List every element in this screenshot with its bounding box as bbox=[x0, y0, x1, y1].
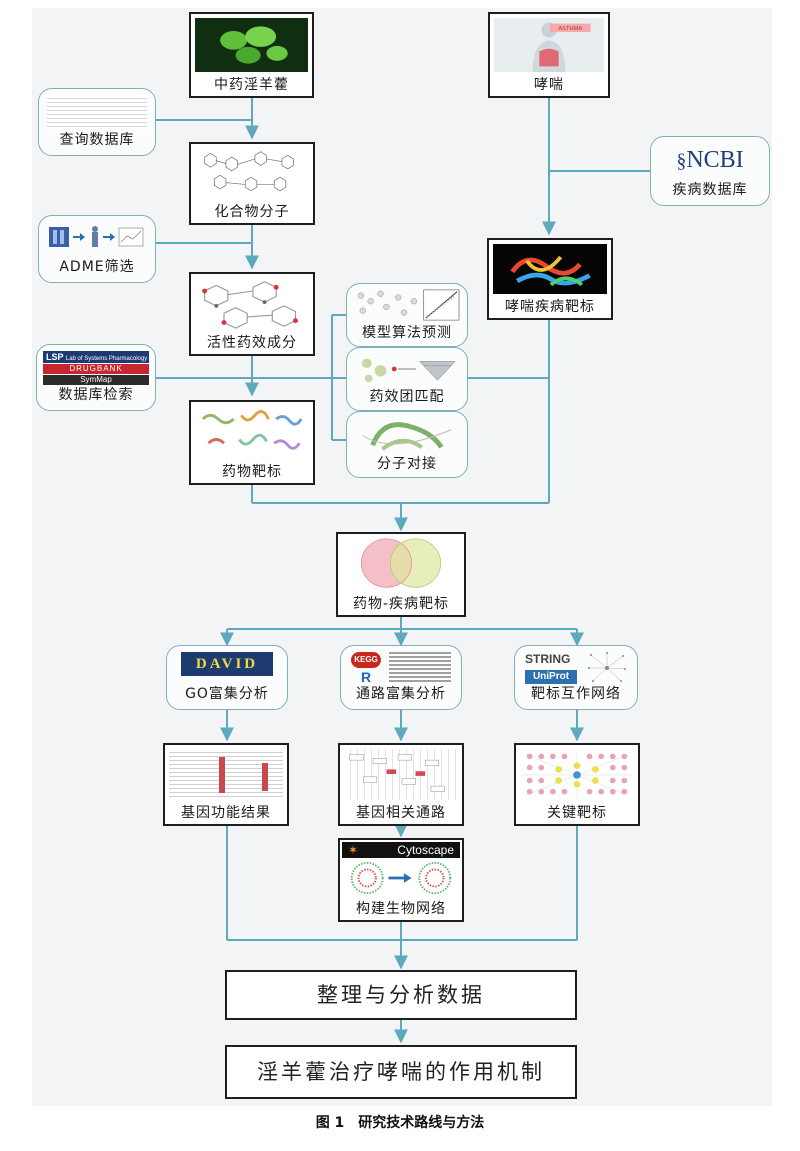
gene-function-chart bbox=[169, 749, 283, 800]
gene-pathway-box: 基因相关通路 bbox=[338, 743, 464, 826]
adme-label: ADME筛选 bbox=[59, 259, 135, 275]
network-build-thumbnail bbox=[344, 860, 458, 896]
database-search-label: 数据库检索 bbox=[58, 387, 134, 403]
gene-function-label: 基因功能结果 bbox=[181, 805, 271, 821]
cytoscape-icon: ✶ bbox=[348, 843, 359, 857]
build-network-label: 构建生物网络 bbox=[356, 901, 446, 917]
key-targets-network bbox=[520, 749, 634, 800]
query-database-label: 查询数据库 bbox=[59, 132, 135, 148]
drug-target-proteins bbox=[195, 406, 309, 459]
gene-function-box: 基因功能结果 bbox=[163, 743, 289, 826]
symmap-logo: SymMap bbox=[43, 375, 149, 385]
ppi-network-box: STRING UniProt 靶标互作网络 bbox=[514, 645, 638, 710]
pathway-enrichment-box: KEGG R 通路富集分析 bbox=[340, 645, 462, 710]
mechanism-label: 淫羊藿治疗哮喘的作用机制 bbox=[257, 1060, 545, 1084]
model-prediction-box: 模型算法预测 bbox=[346, 283, 468, 347]
asthma-targets-box: 哮喘疾病靶标 bbox=[487, 238, 613, 320]
cytoscape-logo: ✶Cytoscape bbox=[342, 842, 460, 858]
drug-disease-targets-box: 药物-疾病靶标 bbox=[336, 532, 466, 617]
kegg-logo: KEGG bbox=[351, 652, 381, 668]
organize-analyze-label: 整理与分析数据 bbox=[317, 983, 485, 1007]
build-network-box: ✶Cytoscape 构建生物网络 bbox=[338, 838, 464, 922]
compounds-label: 化合物分子 bbox=[214, 204, 290, 220]
herb-box: 中药淫羊藿 bbox=[189, 12, 314, 98]
asthma-targets-label: 哮喘疾病靶标 bbox=[505, 299, 595, 315]
gene-pathway-label: 基因相关通路 bbox=[356, 805, 446, 821]
query-database-box: 查询数据库 bbox=[38, 88, 156, 156]
active-components-box: 活性药效成分 bbox=[189, 272, 315, 356]
database-table-thumbnail bbox=[47, 95, 147, 129]
network-hairball-thumbnail bbox=[587, 651, 627, 685]
ncbi-helix-icon: § bbox=[676, 150, 687, 172]
lsp-logo: LSP Lab of Systems Pharmacology bbox=[43, 351, 149, 363]
ncbi-logo: §NCBI bbox=[676, 147, 744, 173]
drugbank-logo: DRUGBANK bbox=[43, 364, 149, 374]
docking-box: 分子对接 bbox=[346, 411, 468, 478]
key-targets-box: 关键靶标 bbox=[514, 743, 640, 826]
protein-structure-image bbox=[493, 244, 607, 294]
r-logo: R bbox=[360, 669, 372, 685]
database-search-box: LSP Lab of Systems Pharmacology DRUGBANK… bbox=[36, 344, 156, 411]
ppi-network-label: 靶标互作网络 bbox=[531, 686, 621, 702]
go-enrichment-label: GO富集分析 bbox=[185, 686, 269, 702]
asthma-label: 哮喘 bbox=[534, 77, 564, 93]
asthma-banner: ASTHMA bbox=[558, 26, 582, 32]
pharmacophore-box: 药效团匹配 bbox=[346, 347, 468, 411]
herb-photo bbox=[195, 18, 308, 72]
figure-caption: 图 1 研究技术路线与方法 bbox=[315, 1115, 485, 1131]
model-prediction-thumbnail bbox=[353, 288, 461, 322]
database-logos: LSP Lab of Systems Pharmacology DRUGBANK… bbox=[43, 351, 149, 385]
adme-flow-icons bbox=[47, 224, 147, 250]
drug-targets-label: 药物靶标 bbox=[222, 464, 282, 480]
docking-thumbnail bbox=[353, 416, 461, 453]
pharmacophore-label: 药效团匹配 bbox=[369, 389, 445, 405]
string-logo: STRING bbox=[525, 652, 571, 666]
venn-diagram bbox=[342, 538, 460, 591]
go-enrichment-box: DAVID GO富集分析 bbox=[166, 645, 288, 710]
docking-label: 分子对接 bbox=[377, 456, 437, 472]
drug-targets-box: 药物靶标 bbox=[189, 400, 315, 485]
asthma-box: ASTHMA 哮喘 bbox=[488, 12, 610, 98]
pathway-map-thumbnail bbox=[344, 749, 458, 800]
enrichment-bar-thumbnail bbox=[389, 652, 451, 684]
pathway-enrichment-label: 通路富集分析 bbox=[356, 686, 446, 702]
uniprot-logo: UniProt bbox=[525, 670, 577, 684]
drug-disease-targets-label: 药物-疾病靶标 bbox=[352, 596, 450, 612]
david-logo: DAVID bbox=[181, 652, 273, 676]
asthma-image: ASTHMA bbox=[494, 18, 604, 72]
pharmacophore-thumbnail bbox=[353, 352, 461, 386]
herb-label: 中药淫羊藿 bbox=[214, 77, 289, 93]
mechanism-box: 淫羊藿治疗哮喘的作用机制 bbox=[225, 1045, 577, 1099]
active-molecules-3d bbox=[195, 278, 309, 330]
key-targets-label: 关键靶标 bbox=[547, 805, 607, 821]
disease-database-label: 疾病数据库 bbox=[672, 182, 748, 198]
adme-box: ADME筛选 bbox=[38, 215, 156, 283]
model-prediction-label: 模型算法预测 bbox=[362, 325, 452, 341]
active-components-label: 活性药效成分 bbox=[207, 335, 297, 351]
compounds-box: 化合物分子 bbox=[189, 142, 315, 225]
compound-structures bbox=[195, 148, 309, 199]
disease-database-box: §NCBI 疾病数据库 bbox=[650, 136, 770, 206]
organize-analyze-box: 整理与分析数据 bbox=[225, 970, 577, 1020]
